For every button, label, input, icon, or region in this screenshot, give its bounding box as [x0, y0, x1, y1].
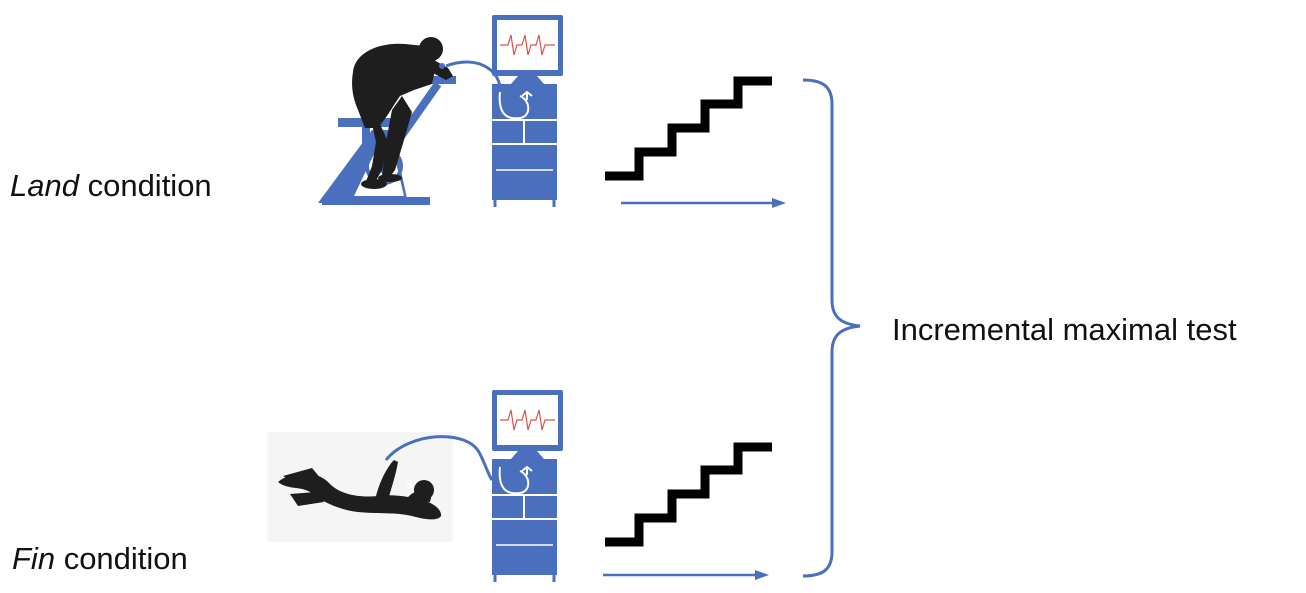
curly-brace-icon [803, 80, 860, 576]
arrow-right-icon [621, 198, 786, 208]
fin-condition-text: condition [55, 541, 188, 576]
land-condition-emphasis: Land [10, 168, 79, 203]
land-condition-label: Land condition [10, 170, 212, 201]
arrow-right-icon [603, 570, 769, 580]
fin-condition-label: Fin condition [12, 543, 188, 574]
incremental-test-label: Incremental maximal test [892, 314, 1237, 345]
fin-condition-emphasis: Fin [12, 541, 55, 576]
staircase-icon [605, 447, 772, 542]
metabolic-cart-icon [492, 390, 563, 582]
land-condition-text: condition [79, 168, 212, 203]
metabolic-cart-icon [492, 15, 563, 207]
staircase-icon [605, 81, 772, 176]
